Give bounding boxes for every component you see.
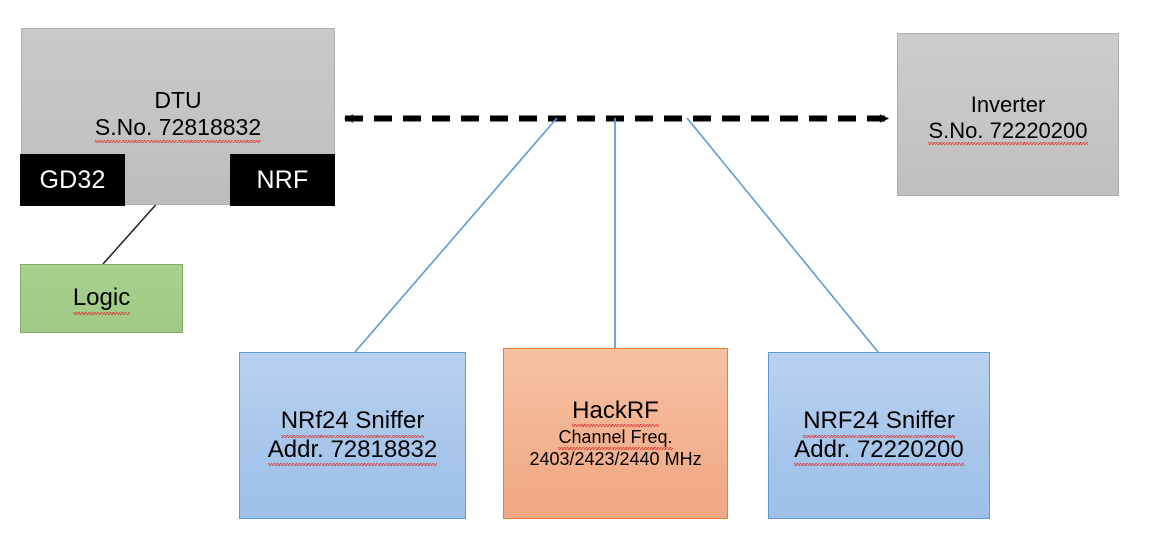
node-sniffer-left[interactable]: NRf24 Sniffer Addr. 72818832 (239, 352, 466, 519)
sniffer-right-address: Addr. 72220200 (794, 435, 964, 467)
chip-nrf[interactable]: NRF (230, 154, 335, 206)
hackrf-title-text: HackRF (572, 397, 659, 428)
sniffer-left-title: NRf24 Sniffer (280, 407, 425, 438)
sniffer-left-address-text: Addr. 72818832 (267, 435, 438, 467)
hackrf-channel-text: Channel Freq. (558, 427, 673, 450)
hackrf-frequency: 2403/2423/2440 MHz (529, 448, 702, 469)
chip-gd32[interactable]: GD32 (20, 154, 125, 206)
hackrf-channel: Channel Freq. (558, 427, 673, 450)
node-inverter[interactable]: Inverter S.No. 72220200 (897, 33, 1119, 196)
sniffer-right-title: NRF24 Sniffer (803, 407, 955, 438)
logic-label: Logic (72, 284, 131, 315)
connector-rf-link-to-sniffer-right (686, 117, 879, 353)
inverter-serial: S.No. 72220200 (928, 117, 1088, 146)
node-logic[interactable]: Logic (20, 264, 183, 333)
sniffer-right-address-text: Addr. 72220200 (794, 435, 964, 467)
connector-rf-link-to-sniffer-left (354, 117, 558, 353)
chip-gd32-label: GD32 (39, 165, 106, 194)
sniffer-right-title-text: NRF24 Sniffer (803, 407, 955, 438)
sniffer-left-address: Addr. 72818832 (267, 435, 438, 467)
dtu-serial: S.No. 72818832 (94, 114, 262, 144)
node-hackrf[interactable]: HackRF Channel Freq. 2403/2423/2440 MHz (503, 348, 728, 519)
sniffer-left-title-text: NRf24 Sniffer (280, 407, 425, 438)
dtu-label: DTU (154, 87, 202, 113)
inverter-serial-text: S.No. 72220200 (928, 117, 1088, 146)
inverter-label: Inverter (970, 91, 1046, 117)
hackrf-title: HackRF (572, 397, 659, 428)
chip-nrf-label: NRF (256, 165, 309, 194)
node-sniffer-right[interactable]: NRF24 Sniffer Addr. 72220200 (768, 352, 990, 519)
dtu-serial-text: S.No. 72818832 (94, 114, 262, 144)
